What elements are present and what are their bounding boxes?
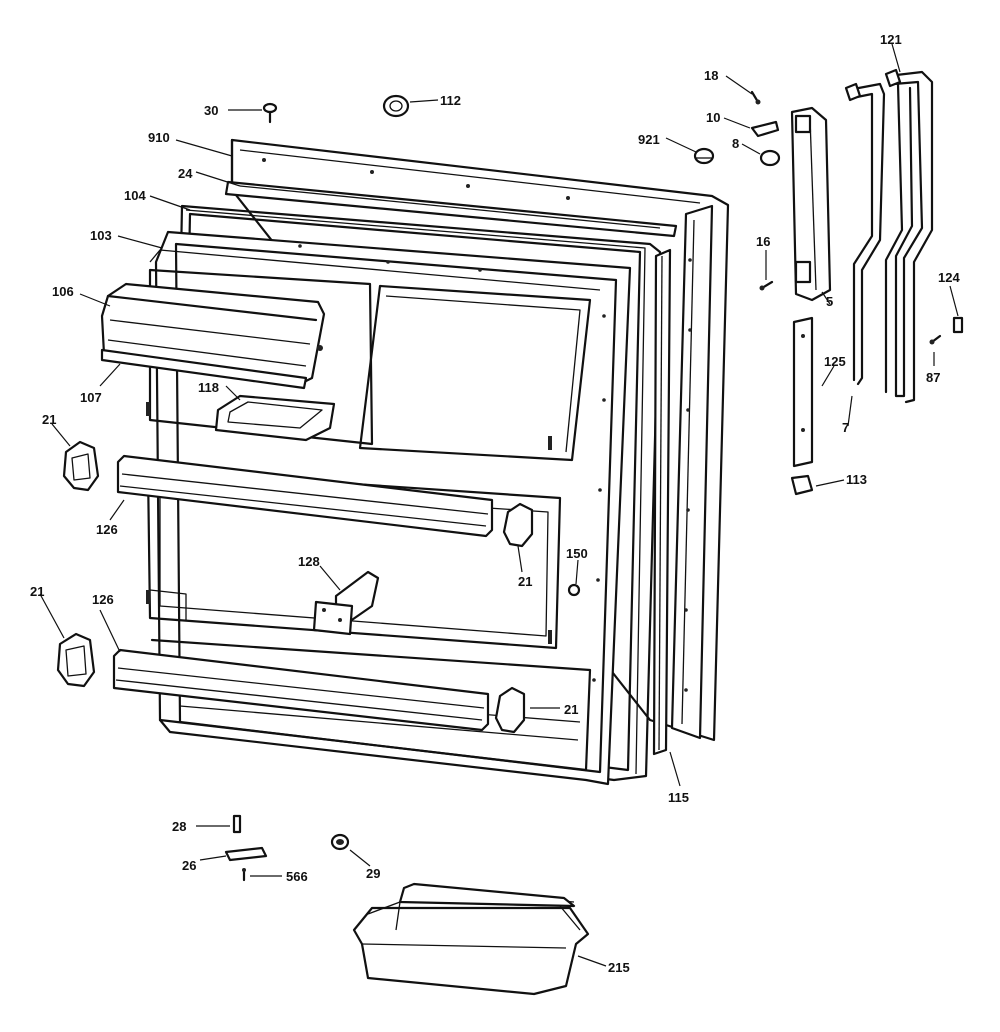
door-handle-right (884, 68, 934, 404)
hinge-bracket (790, 106, 832, 302)
screw-566 (242, 868, 246, 882)
door-handle-left (844, 82, 886, 386)
label-115: 115 (668, 790, 689, 805)
label-113: 113 (846, 472, 867, 487)
label-18: 18 (704, 68, 718, 83)
shelf-bracket (312, 570, 380, 636)
label-30: 30 (204, 103, 218, 118)
label-112: 112 (440, 93, 461, 108)
label-29: 29 (366, 866, 380, 881)
label-566: 566 (286, 869, 308, 884)
label-8: 8 (732, 136, 739, 151)
dairy-compartment-door (100, 282, 326, 390)
label-103: 103 (90, 228, 112, 243)
label-128: 128 (298, 554, 320, 569)
plug-button-112 (382, 94, 410, 118)
label-16: 16 (756, 234, 770, 249)
handle-mounting-bar (792, 316, 814, 468)
hinge-plate-26 (224, 846, 268, 862)
screw-150 (567, 583, 581, 597)
label-118: 118 (198, 380, 219, 395)
label-5: 5 (826, 294, 833, 309)
label-150: 150 (566, 546, 588, 561)
label-126-lower: 126 (92, 592, 114, 607)
label-24: 24 (178, 166, 193, 181)
screw-16 (759, 280, 774, 291)
label-104: 104 (124, 188, 146, 203)
label-21-lower-left: 21 (30, 584, 44, 599)
shelf-end-cap (502, 502, 534, 548)
label-215: 215 (608, 960, 630, 975)
door-bin-215 (352, 882, 590, 996)
hinge-pin-10 (750, 120, 780, 138)
label-125: 125 (824, 354, 846, 369)
upper-shelf-bar (116, 454, 494, 538)
label-21-mid-right: 21 (518, 574, 532, 589)
label-10: 10 (706, 110, 720, 125)
button-29 (330, 833, 350, 851)
screw-87 (929, 334, 942, 345)
plug-28 (232, 814, 242, 834)
label-921: 921 (638, 132, 660, 147)
breaker-strip (224, 180, 678, 238)
label-910: 910 (148, 130, 170, 145)
label-121: 121 (880, 32, 902, 47)
label-124: 124 (938, 270, 960, 285)
lower-shelf-bar (112, 648, 490, 732)
handle-end-cap-113 (790, 474, 814, 496)
screw-124 (952, 316, 964, 334)
shelf-end-cap (56, 632, 96, 688)
screw-30 (262, 102, 278, 124)
cap-921 (693, 147, 715, 165)
dairy-shelf (214, 394, 336, 442)
leader-lines (39, 43, 959, 967)
label-107: 107 (80, 390, 102, 405)
label-21-upper-left: 21 (42, 412, 56, 427)
label-106: 106 (52, 284, 74, 299)
label-87: 87 (926, 370, 940, 385)
shelf-end-cap (494, 686, 526, 734)
label-21-lower-right: 21 (564, 702, 578, 717)
screw-18 (750, 90, 761, 105)
label-7: 7 (842, 420, 849, 435)
part-labels: 30 112 910 24 104 103 106 107 118 21 126… (30, 32, 960, 975)
shelf-end-cap (62, 440, 100, 492)
gasket-strip (652, 248, 672, 756)
label-126-upper: 126 (96, 522, 118, 537)
bushing-8 (759, 149, 781, 167)
label-28: 28 (172, 819, 186, 834)
label-26: 26 (182, 858, 196, 873)
